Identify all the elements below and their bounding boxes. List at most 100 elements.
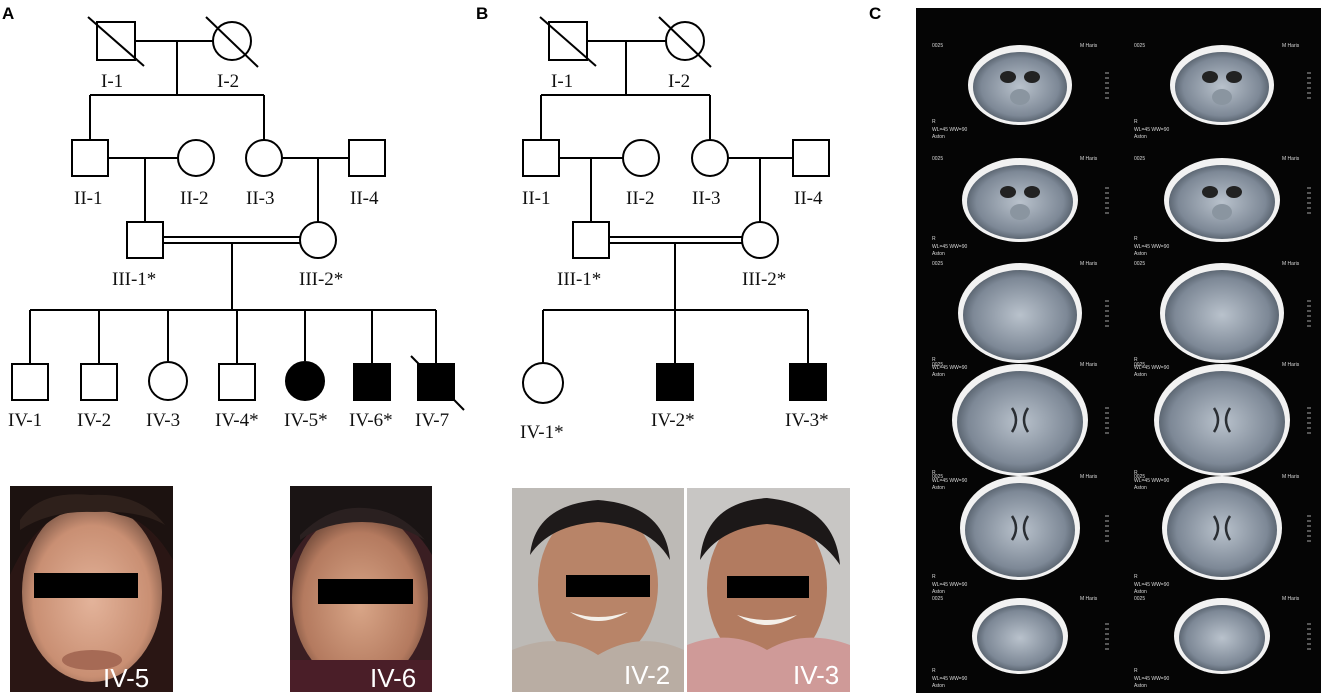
photo-bar — [318, 579, 413, 604]
ct-window-text: WL=45 WW=90 — [1134, 478, 1170, 484]
ct-series-text: 0025 — [932, 362, 943, 368]
ct-patient-text: M Haris — [1080, 156, 1098, 162]
label-b-IV1: IV-1* — [520, 422, 564, 443]
ct-window-text: WL=45 WW=90 — [932, 582, 968, 588]
label-b-IV3: IV-3* — [785, 410, 829, 431]
ct-window-text: WL=45 WW=90 — [1134, 244, 1170, 250]
ct-series-text: 0025 — [932, 596, 943, 602]
label-III1: III-1* — [112, 269, 156, 290]
pedigree-b-II3-female — [691, 139, 729, 177]
ct-institution-text: Aston — [1134, 134, 1147, 140]
ct-series-text: 0025 — [1134, 596, 1145, 602]
deceased-slash — [410, 355, 465, 411]
ct-window-text: WL=45 WW=90 — [932, 676, 968, 682]
pedigree-b-IV1-female — [522, 362, 564, 404]
ct-marker-text: R — [932, 574, 936, 580]
pedigree-b-II4-male — [792, 139, 830, 177]
ct-institution-text: Aston — [1134, 251, 1147, 257]
label-b-I1: I-1 — [551, 71, 573, 92]
photo-a-IV5: IV-5 — [10, 486, 173, 693]
label-IV7: IV-7 — [415, 410, 449, 431]
label-II4: II-4 — [350, 188, 379, 209]
ct-window-text: WL=45 WW=90 — [932, 127, 968, 133]
ct-window-text: WL=45 WW=90 — [1134, 365, 1170, 371]
ct-window-text: WL=45 WW=90 — [1134, 127, 1170, 133]
ct-patient-text: M Haris — [1282, 474, 1300, 480]
pedigree-b-IV3-affected-male — [789, 363, 827, 401]
ct-series-text: 0025 — [1134, 43, 1145, 49]
pedigree-b: I-1 I-2 II-1 II-2 II-3 II-4 III-1* III-2… — [520, 16, 830, 443]
label-I2: I-2 — [217, 71, 239, 92]
label-b-IV2: IV-2* — [651, 410, 695, 431]
ct-patient-text: M Haris — [1080, 474, 1098, 480]
ct-marker-text: R — [1134, 470, 1138, 476]
ct-institution-text: Aston — [932, 485, 945, 491]
ct-window-text: WL=45 WW=90 — [932, 365, 968, 371]
panel-b-letter: B — [476, 4, 488, 23]
ct-marker-text: R — [932, 236, 936, 242]
ct-patient-text: M Haris — [1282, 596, 1300, 602]
pedigree-b-IV2-affected-male — [656, 363, 694, 401]
photo-a-IV6: IV-6 — [290, 486, 432, 693]
ct-institution-text: Aston — [1134, 372, 1147, 378]
ct-series-text: 0025 — [1134, 362, 1145, 368]
pedigree-a-II2-female — [177, 139, 215, 177]
ct-marker-text: R — [1134, 574, 1138, 580]
panel-a-letter: A — [2, 4, 14, 23]
ct-series-text: 0025 — [932, 261, 943, 267]
label-IV5: IV-5* — [284, 410, 328, 431]
ct-patient-text: M Haris — [1080, 261, 1098, 267]
label-II3: II-3 — [246, 188, 274, 209]
ct-patient-text: M Haris — [1282, 261, 1300, 267]
ct-patient-text: M Haris — [1282, 43, 1300, 49]
ct-institution-text: Aston — [932, 372, 945, 378]
label-I1: I-1 — [101, 71, 123, 92]
label-b-II4: II-4 — [794, 188, 823, 209]
ct-marker-text: R — [1134, 668, 1138, 674]
photo-label-a2: IV-6 — [370, 663, 416, 693]
ct-patient-text: M Haris — [1282, 156, 1300, 162]
photo-label-b2: IV-3 — [793, 660, 839, 690]
ct-patient-text: M Haris — [1282, 362, 1300, 368]
pedigree-b-II1-male — [522, 139, 560, 177]
photo-label-a1: IV-5 — [103, 663, 149, 693]
pedigree-b-III2-female-carrier — [741, 221, 779, 259]
ct-marker-text: R — [932, 668, 936, 674]
ct-institution-text: Aston — [1134, 485, 1147, 491]
pedigree-a-II4-male — [348, 139, 386, 177]
photo-b-IV3: IV-3 — [687, 488, 850, 692]
pedigree-a-I1-male-deceased — [96, 21, 136, 61]
photo-bar — [727, 576, 809, 598]
pedigree-a: I-1 I-2 II-1 II-2 II-3 II-4 III-1* III-2… — [8, 16, 465, 431]
label-III2: III-2* — [299, 269, 343, 290]
ct-marker-text: R — [932, 357, 936, 363]
label-IV2: IV-2 — [77, 410, 111, 431]
ct-institution-text: Aston — [932, 589, 945, 595]
ct-series-text: 0025 — [1134, 156, 1145, 162]
ct-series-text: 0025 — [1134, 261, 1145, 267]
ct-window-text: WL=45 WW=90 — [932, 478, 968, 484]
ct-patient-text: M Haris — [1080, 43, 1098, 49]
panel-c-letter: C — [869, 4, 881, 23]
label-b-III1: III-1* — [557, 269, 601, 290]
ct-institution-text: Aston — [932, 134, 945, 140]
ct-series-text: 0025 — [932, 156, 943, 162]
ct-patient-text: M Haris — [1080, 362, 1098, 368]
ct-marker-text: R — [932, 470, 936, 476]
label-b-I2: I-2 — [668, 71, 690, 92]
ct-window-text: WL=45 WW=90 — [1134, 676, 1170, 682]
ct-series-text: 0025 — [1134, 474, 1145, 480]
ct-marker-text: R — [1134, 236, 1138, 242]
label-IV4: IV-4* — [215, 410, 259, 431]
